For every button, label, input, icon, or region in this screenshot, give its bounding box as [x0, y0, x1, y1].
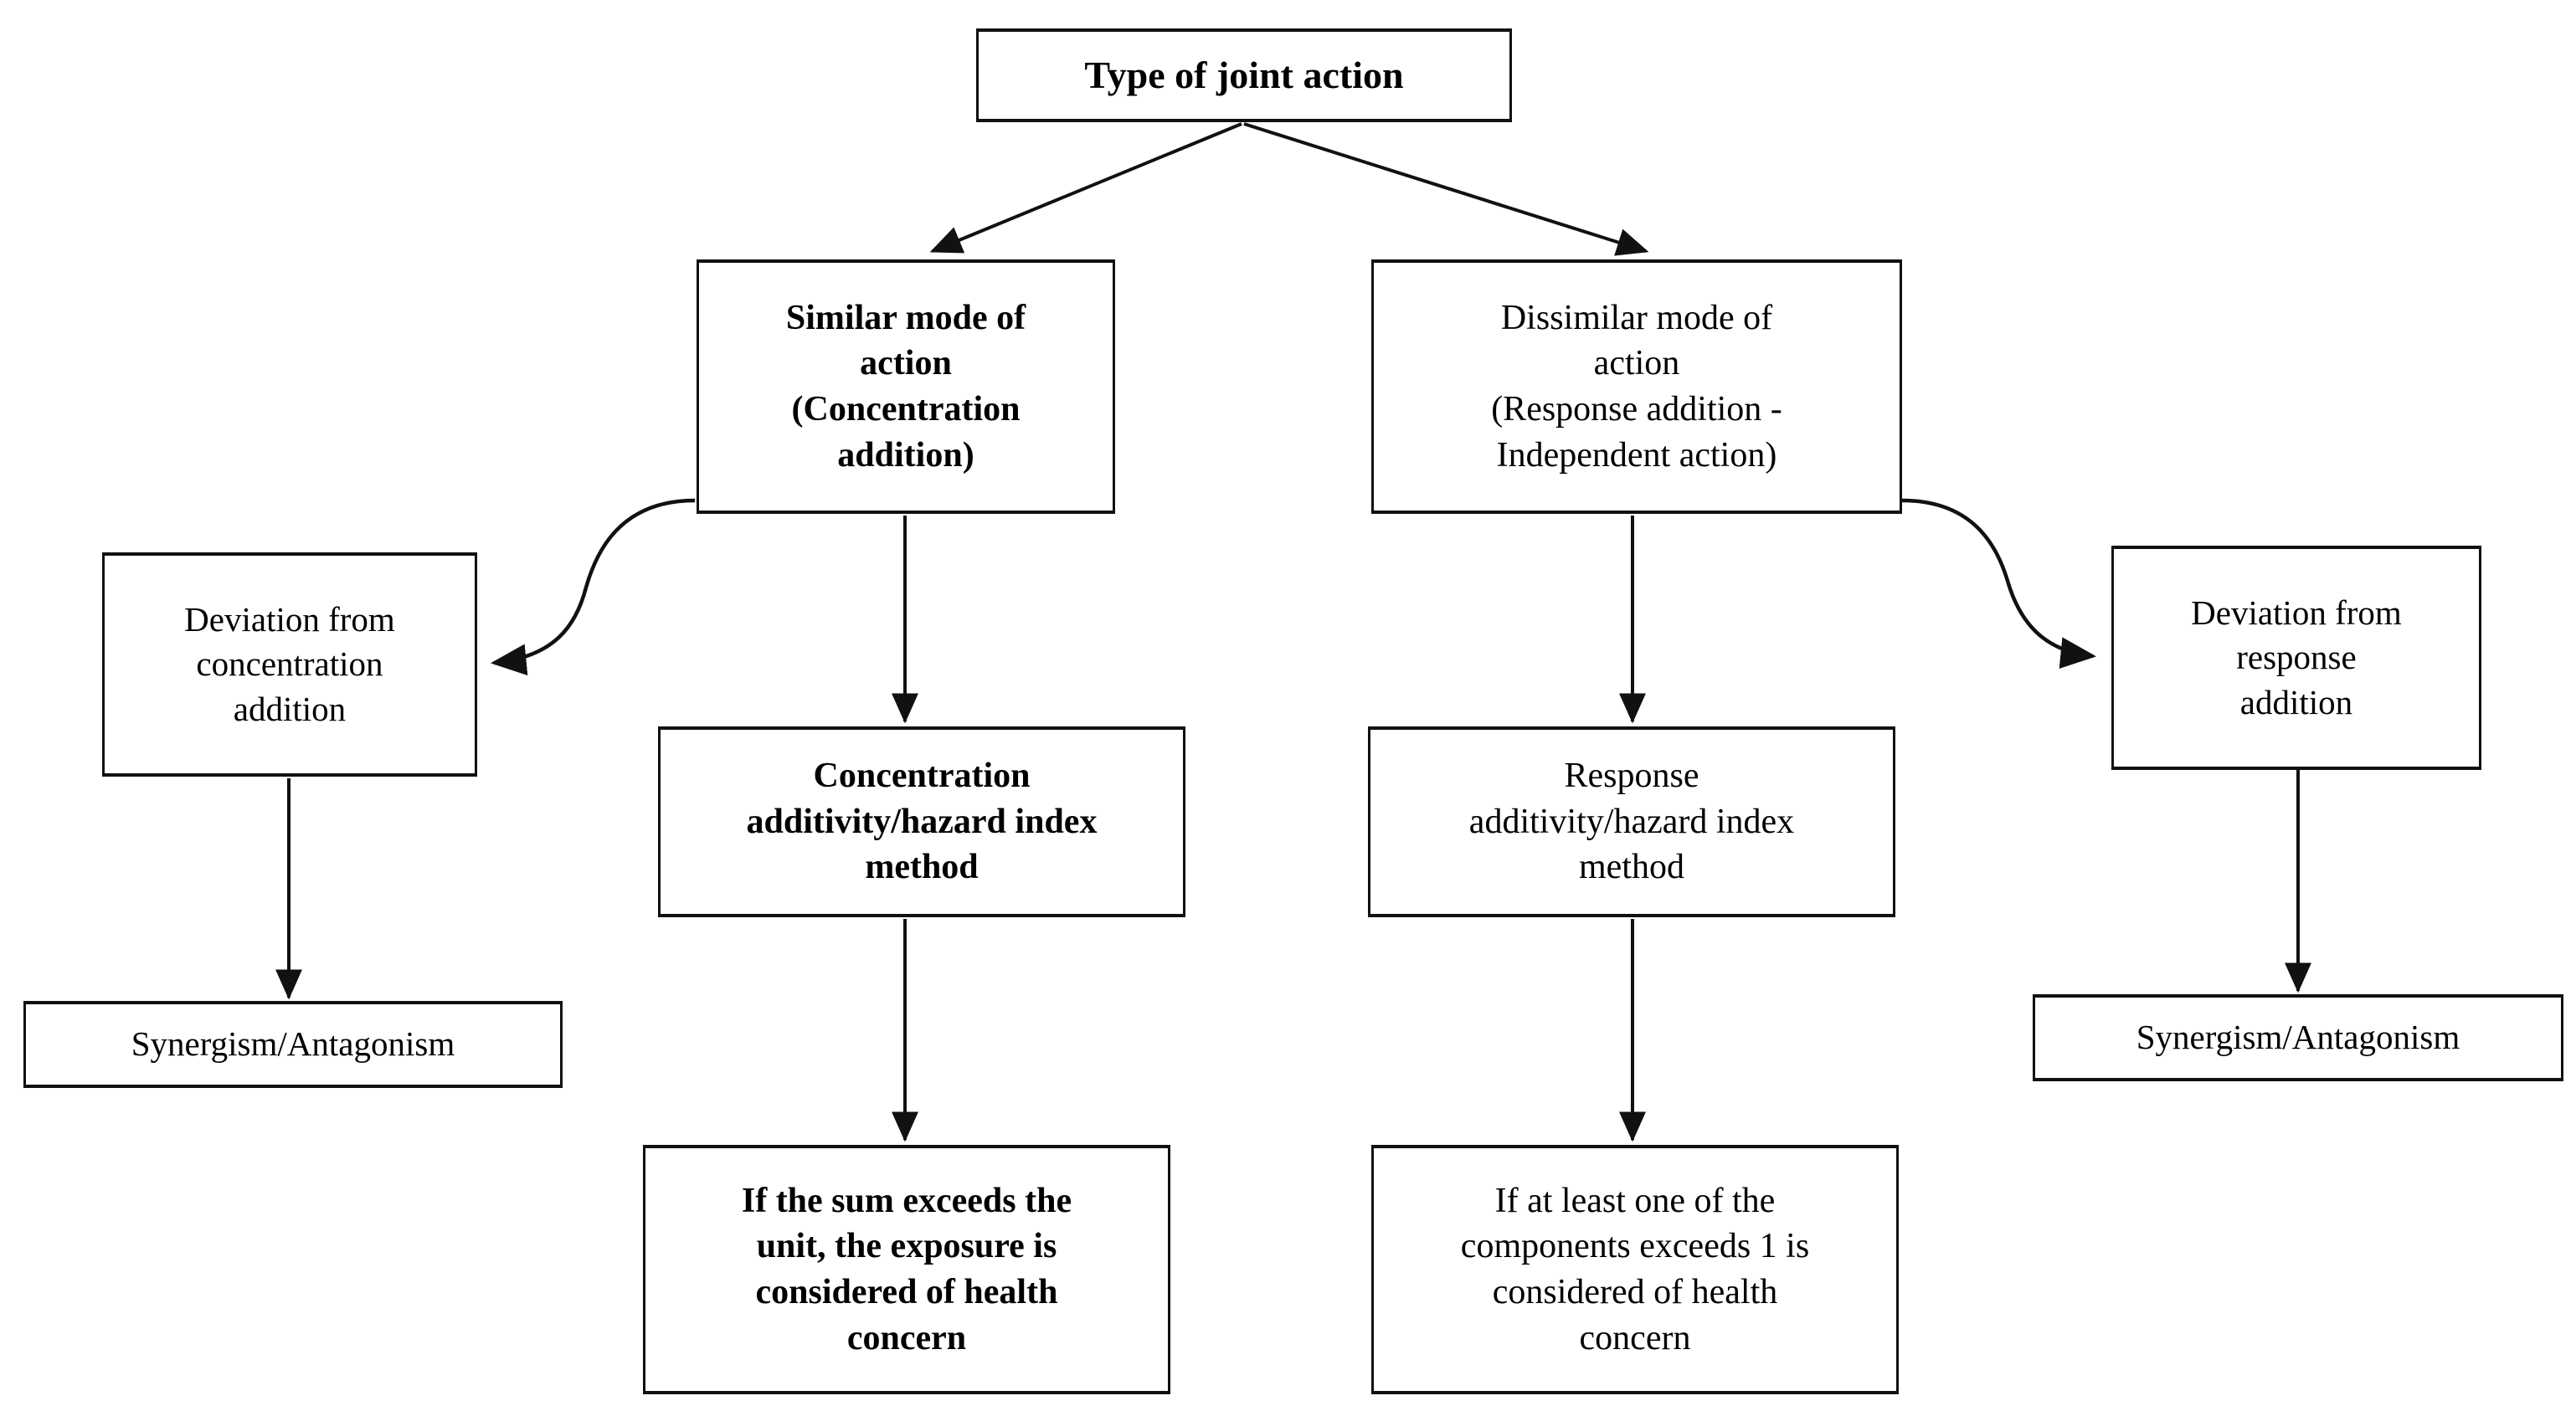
- node-label: Response additivity/hazard index method: [1468, 757, 1795, 887]
- node-label: Dissimilar mode of action (Response addi…: [1491, 298, 1782, 475]
- node-label: Synergism/Antagonism: [131, 1024, 455, 1064]
- node-if-component-exceeds-one[interactable]: If at least one of the components exceed…: [1371, 1145, 1899, 1394]
- node-label: Similar mode of action (Concentration ad…: [785, 298, 1026, 475]
- node-label: Concentration additivity/hazard index me…: [746, 757, 1098, 887]
- edge-similar-mode-to-deviation-concentration: [490, 498, 696, 676]
- node-label: Deviation from concentration addition: [184, 600, 395, 728]
- node-synergism-antagonism-left[interactable]: Synergism/Antagonism: [23, 1001, 563, 1088]
- node-similar-mode-of-action[interactable]: Similar mode of action (Concentration ad…: [697, 259, 1115, 514]
- node-label: If at least one of the components exceed…: [1460, 1181, 1810, 1357]
- node-response-additivity-hazard-index-method[interactable]: Response additivity/hazard index method: [1368, 726, 1895, 917]
- edge-root-to-dissimilar-mode: [1243, 122, 1649, 256]
- edge-root-to-similar-mode: [929, 122, 1242, 254]
- node-label: Type of joint action: [1084, 54, 1404, 97]
- node-label: If the sum exceeds the unit, the exposur…: [741, 1181, 1072, 1357]
- node-deviation-from-response-addition[interactable]: Deviation from response addition: [2111, 546, 2481, 770]
- node-dissimilar-mode-of-action[interactable]: Dissimilar mode of action (Response addi…: [1371, 259, 1902, 514]
- node-label: Deviation from response addition: [2191, 593, 2402, 721]
- node-concentration-additivity-hazard-index-method[interactable]: Concentration additivity/hazard index me…: [658, 726, 1185, 917]
- node-label: Synergism/Antagonism: [2136, 1018, 2460, 1057]
- node-type-of-joint-action[interactable]: Type of joint action: [976, 28, 1512, 122]
- edge-dissimilar-mode-to-deviation-response: [1901, 498, 2097, 669]
- node-deviation-from-concentration-addition[interactable]: Deviation from concentration addition: [102, 552, 477, 777]
- node-if-sum-exceeds-unit[interactable]: If the sum exceeds the unit, the exposur…: [643, 1145, 1170, 1394]
- node-synergism-antagonism-right[interactable]: Synergism/Antagonism: [2033, 994, 2563, 1081]
